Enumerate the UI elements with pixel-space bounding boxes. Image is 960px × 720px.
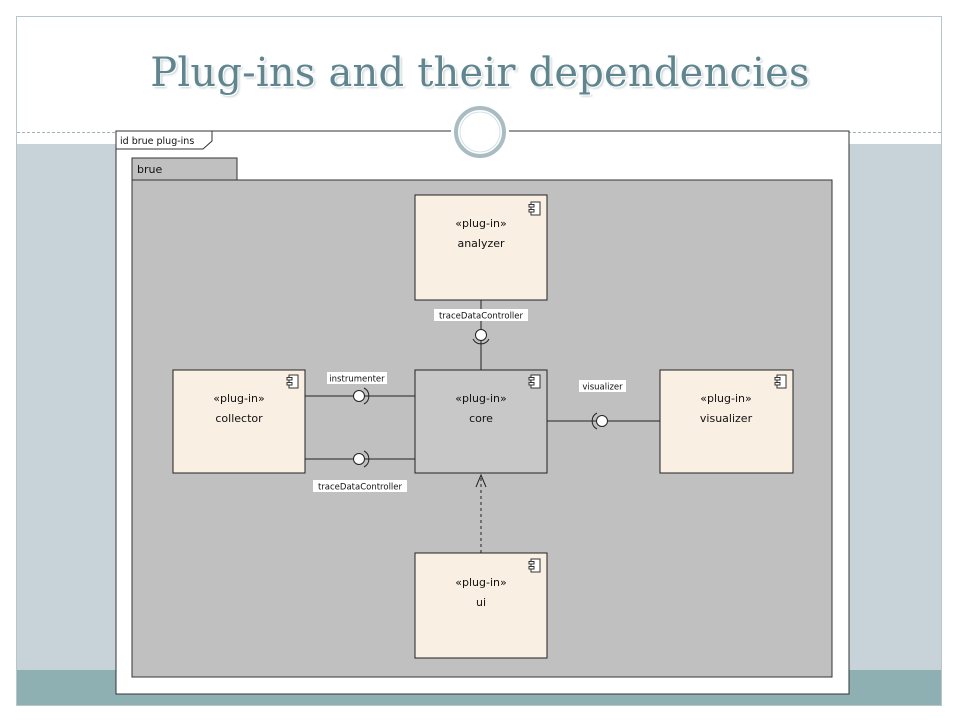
component-name: visualizer bbox=[700, 412, 753, 425]
ball-socket-analyzer bbox=[472, 329, 490, 345]
interface-label-analyzer-trace: traceDataController bbox=[439, 312, 524, 322]
component-icon bbox=[286, 374, 299, 389]
ball-socket-collector-trace bbox=[353, 450, 370, 468]
component-collector[interactable]: «plug-in» collector bbox=[172, 369, 306, 474]
component-name: collector bbox=[215, 412, 263, 425]
component-stereotype: «plug-in» bbox=[700, 392, 751, 405]
circle-ornament-icon bbox=[451, 103, 509, 161]
component-name: analyzer bbox=[457, 237, 505, 250]
interface-label-collector-trace: traceDataController bbox=[318, 483, 403, 493]
ball-socket-instrumenter bbox=[353, 387, 370, 405]
dependency-arrowhead bbox=[475, 473, 487, 488]
component-stereotype: «plug-in» bbox=[455, 576, 506, 589]
component-core[interactable]: «plug-in» core bbox=[414, 369, 548, 474]
frame-label: id brue plug-ins bbox=[120, 136, 194, 147]
component-name: ui bbox=[476, 596, 486, 609]
interface-label-bg bbox=[434, 309, 528, 321]
frame-label-tab bbox=[115, 130, 213, 150]
component-icon bbox=[528, 374, 541, 389]
interface-label-visualizer: visualizer bbox=[582, 383, 623, 393]
component-stereotype: «plug-in» bbox=[455, 217, 506, 230]
component-icon bbox=[528, 201, 541, 216]
interface-label-bg bbox=[327, 372, 387, 384]
component-stereotype: «plug-in» bbox=[213, 392, 264, 405]
slide-title: Plug-ins and their dependencies bbox=[150, 50, 810, 96]
component-visualizer[interactable]: «plug-in» visualizer bbox=[659, 369, 794, 474]
component-stereotype: «plug-in» bbox=[455, 392, 506, 405]
component-ui[interactable]: «plug-in» ui bbox=[414, 552, 548, 659]
package-name: brue bbox=[137, 163, 162, 176]
interface-label-bg bbox=[313, 480, 407, 492]
component-name: core bbox=[469, 412, 493, 425]
component-icon bbox=[528, 558, 541, 573]
ball-socket-visualizer bbox=[591, 412, 608, 430]
interface-label-instrumenter: instrumenter bbox=[329, 375, 385, 385]
interface-label-bg bbox=[579, 380, 626, 392]
component-analyzer[interactable]: «plug-in» analyzer bbox=[414, 194, 548, 301]
component-icon bbox=[774, 374, 787, 389]
